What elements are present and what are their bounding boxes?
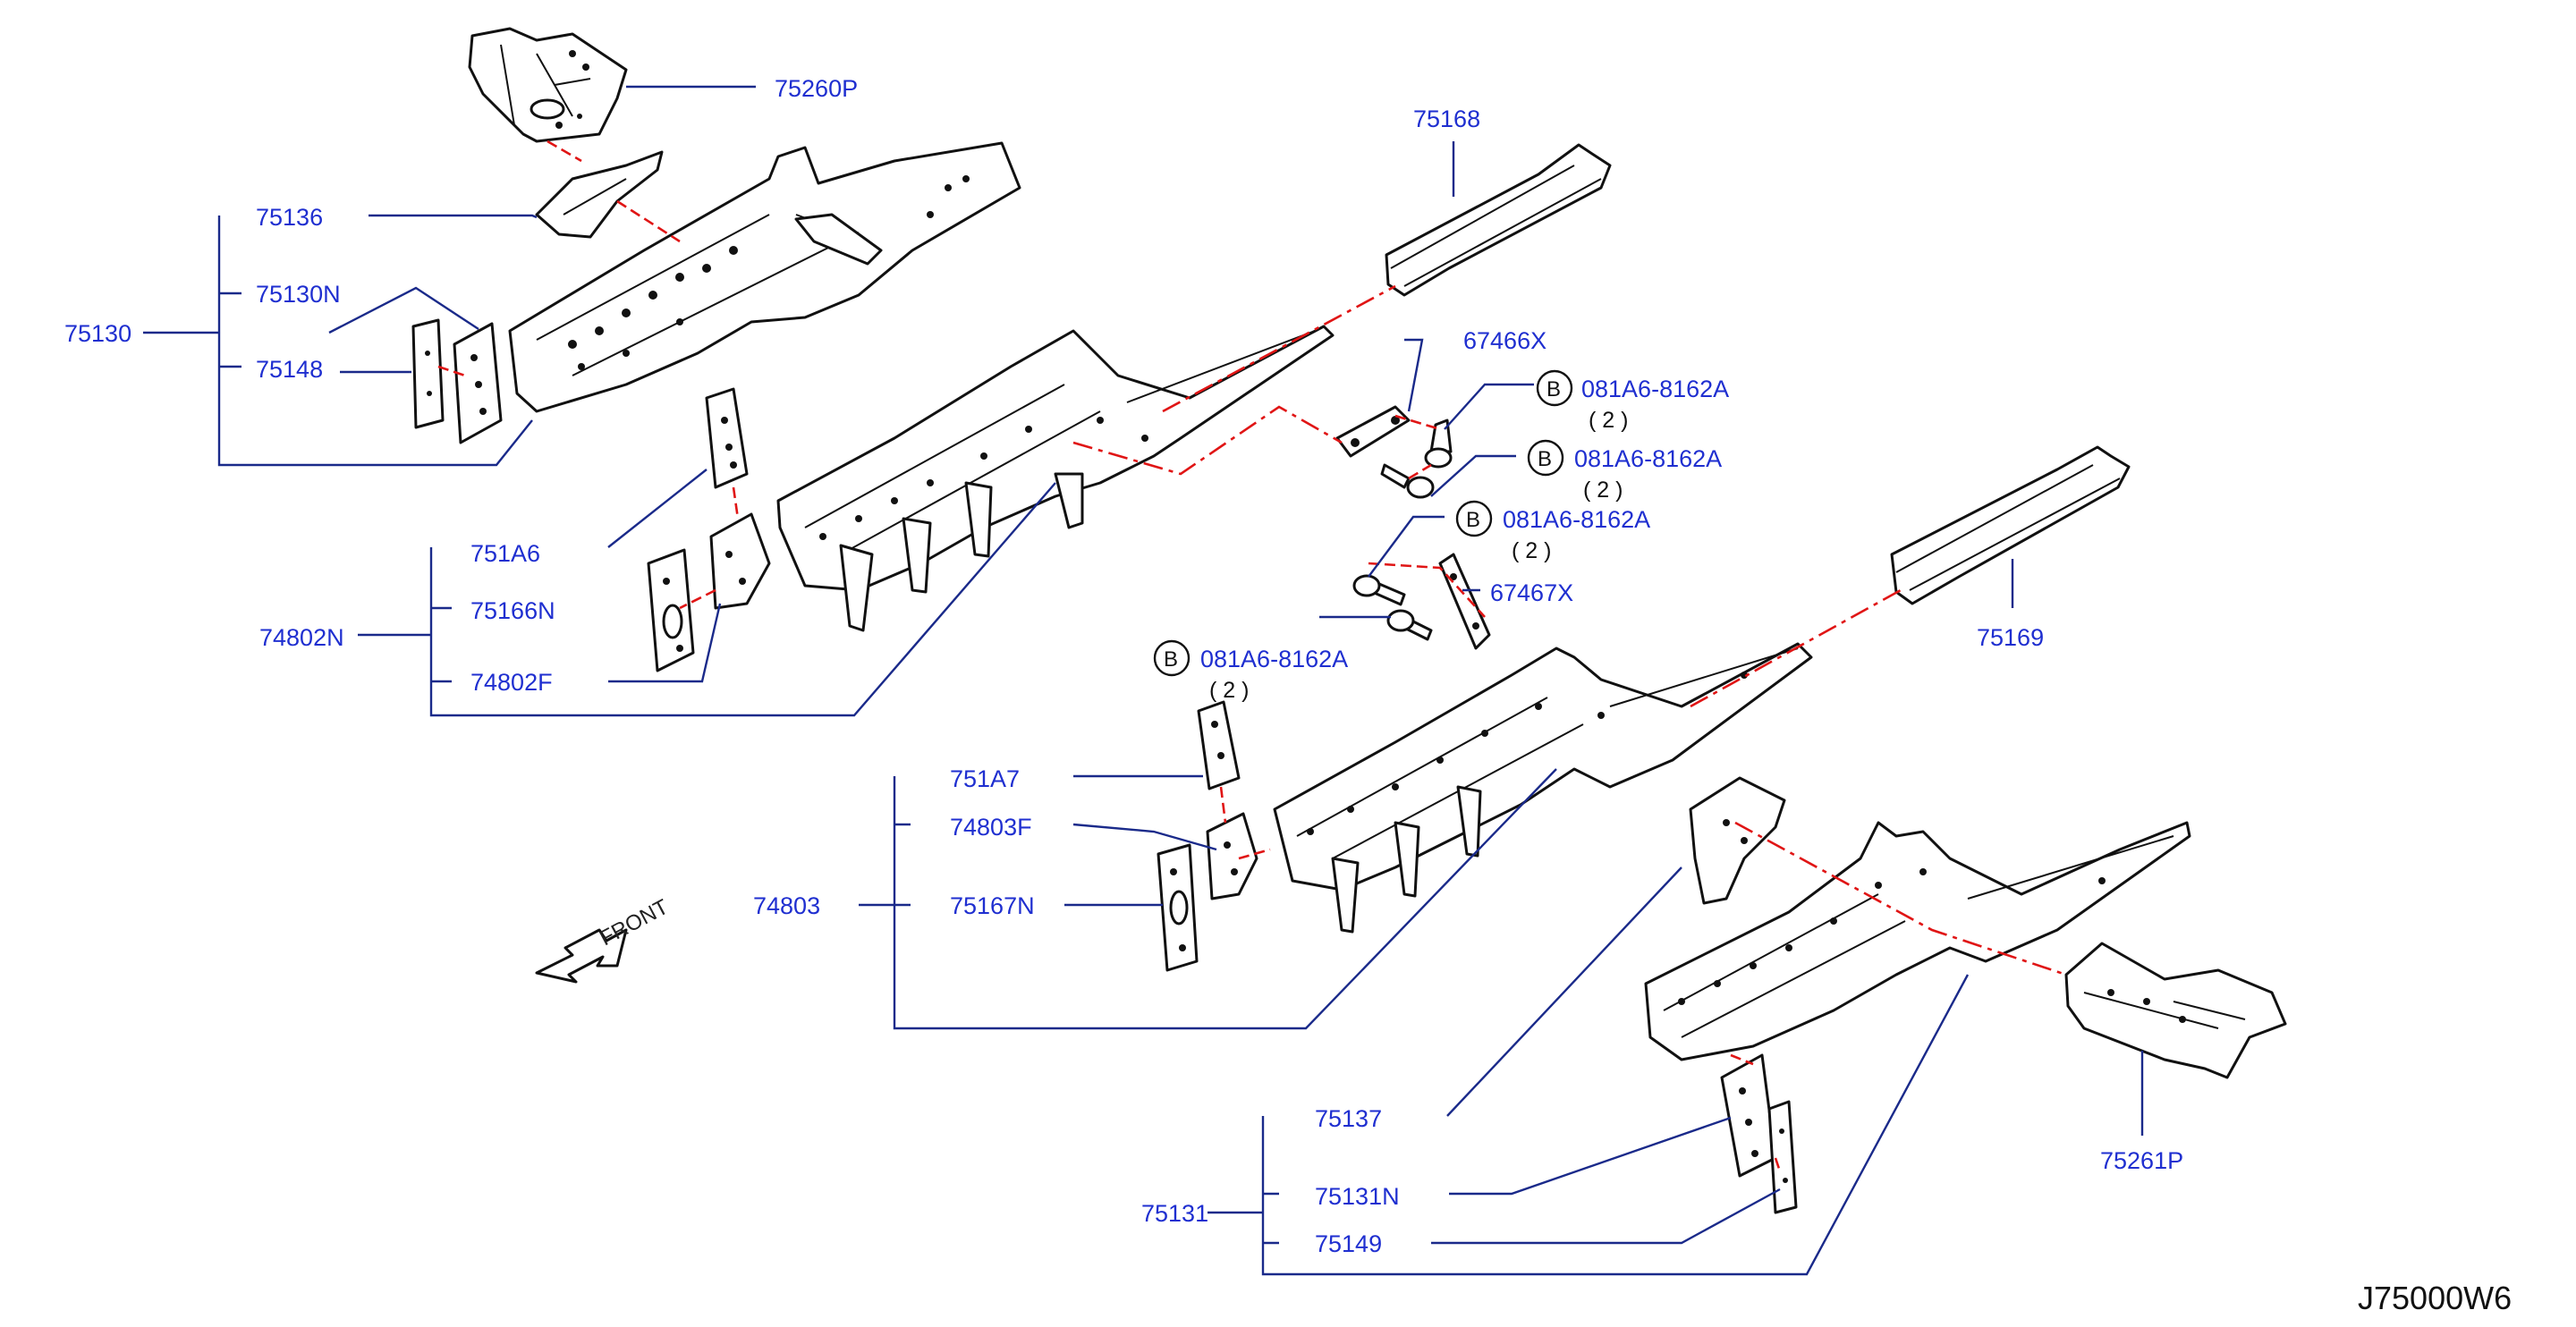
part-75131-drawing <box>1644 821 2191 1061</box>
bolt-callout-3[interactable]: B 081A6-8162A ( 2 ) <box>1455 500 1650 563</box>
b-marker-letter: B <box>1538 447 1552 471</box>
b-marker-circle <box>1153 639 1191 677</box>
callout-75166N[interactable]: 75166N <box>470 597 555 624</box>
part-75148-drawing <box>411 318 445 429</box>
leader-lines <box>143 85 2144 1276</box>
part-74803-drawing <box>1273 642 1813 934</box>
front-direction-arrow <box>535 928 628 984</box>
assembly-lines <box>437 139 2067 1172</box>
callout-75148[interactable]: 75148 <box>256 356 323 383</box>
b-marker-circle <box>1527 439 1564 477</box>
part-75136-drawing <box>535 150 664 239</box>
callout-74803F[interactable]: 74803F <box>950 814 1032 841</box>
bolt-quantity: ( 2 ) <box>1583 478 1623 503</box>
callout-75168[interactable]: 75168 <box>1413 106 1480 132</box>
part-75130N-drawing <box>453 322 503 444</box>
part-75260P-drawing <box>468 27 628 143</box>
part-67467X-drawing <box>1438 553 1491 650</box>
part-75130-drawing <box>508 141 1021 413</box>
part-75166N-drawing <box>647 548 695 672</box>
callout-751A7[interactable]: 751A7 <box>950 765 1020 792</box>
part-67466X-drawing <box>1335 405 1411 458</box>
callout-75136[interactable]: 75136 <box>256 204 323 231</box>
part-75261P-drawing <box>2064 942 2287 1079</box>
bolt-part-number[interactable]: 081A6-8162A <box>1574 445 1722 472</box>
callout-75131N[interactable]: 75131N <box>1315 1183 1400 1210</box>
callout-74802N[interactable]: 74802N <box>259 624 344 651</box>
bolt-part-number[interactable]: 081A6-8162A <box>1503 506 1650 533</box>
callout-75261P[interactable]: 75261P <box>2100 1147 2183 1174</box>
callout-75130[interactable]: 75130 <box>64 320 131 347</box>
bolt-drawing-3 <box>1352 574 1406 606</box>
part-751A6-drawing <box>705 387 749 489</box>
front-label: FRONT <box>596 894 673 951</box>
b-marker-circle <box>1455 500 1493 537</box>
part-74802F-drawing <box>709 512 771 610</box>
bolt-part-number[interactable]: 081A6-8162A <box>1200 646 1348 672</box>
b-marker-letter: B <box>1164 647 1178 672</box>
b-marker-letter: B <box>1466 508 1480 532</box>
callout-74802F[interactable]: 74802F <box>470 669 553 696</box>
callout-75169[interactable]: 75169 <box>1977 624 2044 651</box>
part-75149-drawing <box>1767 1100 1798 1214</box>
callout-67466X[interactable]: 67466X <box>1463 327 1546 354</box>
bolt-drawing-4 <box>1386 609 1433 641</box>
bolt-quantity: ( 2 ) <box>1209 678 1249 703</box>
callout-751A6[interactable]: 751A6 <box>470 540 540 567</box>
bolt-drawing-2 <box>1380 463 1435 499</box>
part-751A7-drawing <box>1197 700 1241 790</box>
callout-75260P[interactable]: 75260P <box>775 75 858 102</box>
part-75168-drawing <box>1385 143 1612 297</box>
part-75131N-drawing <box>1720 1053 1777 1178</box>
bolt-callout-2[interactable]: B 081A6-8162A ( 2 ) <box>1527 439 1722 503</box>
diagram-reference-code: J75000W6 <box>2358 1280 2512 1316</box>
callout-75167N[interactable]: 75167N <box>950 892 1035 919</box>
callout-75131[interactable]: 75131 <box>1141 1200 1208 1227</box>
bolt-part-number[interactable]: 081A6-8162A <box>1581 376 1729 402</box>
part-74803F-drawing <box>1206 812 1258 900</box>
part-75137-drawing <box>1689 776 1786 905</box>
callout-75130N[interactable]: 75130N <box>256 281 341 308</box>
part-callout-labels: 75260P 75168 75136 75130N 75130 75148 67… <box>64 75 2183 1257</box>
bolt-quantity: ( 2 ) <box>1512 538 1551 563</box>
bolt-callout-1[interactable]: B 081A6-8162A ( 2 ) <box>1536 369 1729 433</box>
callout-74803[interactable]: 74803 <box>753 892 820 919</box>
callout-67467X[interactable]: 67467X <box>1490 579 1573 606</box>
bolt-quantity: ( 2 ) <box>1589 408 1628 433</box>
b-marker-circle <box>1536 369 1573 407</box>
b-marker-letter: B <box>1546 377 1561 401</box>
callout-75137[interactable]: 75137 <box>1315 1105 1382 1132</box>
bolt-callout-4[interactable]: B 081A6-8162A ( 2 ) <box>1153 639 1348 703</box>
callout-75149[interactable]: 75149 <box>1315 1230 1382 1257</box>
part-74802N-drawing <box>776 325 1335 632</box>
part-75169-drawing <box>1890 445 2131 605</box>
part-75167N-drawing <box>1157 843 1199 972</box>
